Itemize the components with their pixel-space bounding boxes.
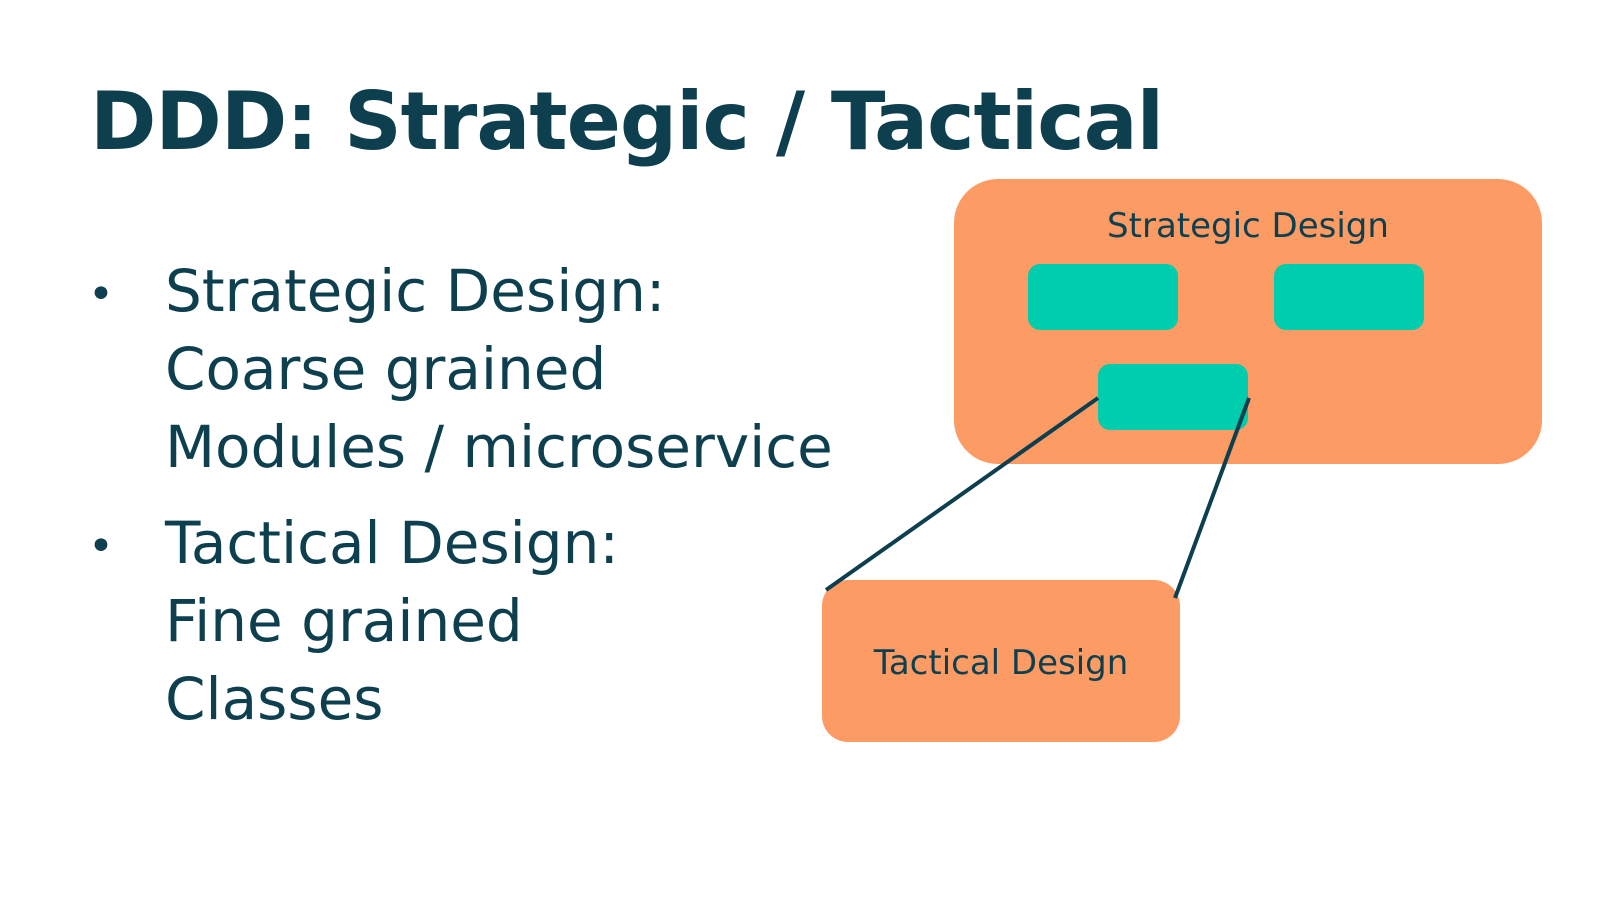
bullet-line: Classes [165,665,384,733]
module-box-2 [1274,264,1424,330]
zoom-connector-right [1173,397,1251,599]
bullet-line: Modules / microservice [165,413,833,481]
bullet-text-strategic: Strategic Design: Coarse grained Modules… [165,252,833,486]
tactical-design-label: Tactical Design [873,643,1129,683]
bullet-text-tactical: Tactical Design: Fine grained Classes [165,504,619,738]
module-box-3 [1098,364,1248,430]
slide-title: DDD: Strategic / Tactical [90,75,1164,168]
bullet-marker: • [88,521,114,572]
bullet-line: Strategic Design: [165,257,666,325]
tactical-design-box [822,580,1180,742]
bullet-marker: • [88,269,114,320]
bullet-line: Fine grained [165,587,523,655]
zoom-connector-left [824,396,1100,592]
strategic-design-label: Strategic Design [1107,206,1389,246]
bullet-line: Tactical Design: [165,509,619,577]
bullet-line: Coarse grained [165,335,607,403]
module-box-1 [1028,264,1178,330]
